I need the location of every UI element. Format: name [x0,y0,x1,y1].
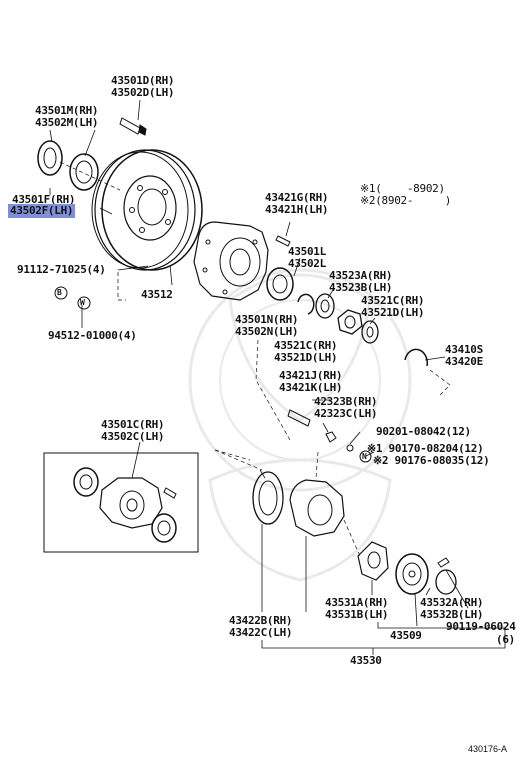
label-94512[interactable]: 94512-01000(4) [48,329,137,342]
label-43420e[interactable]: 43420E [445,355,483,368]
label-43523a[interactable]: 43523A(RH) [329,269,393,282]
label-43421k[interactable]: 43421K(LH) [279,381,343,394]
free-wheel-hub [99,477,163,529]
symbol-b: B [57,288,62,297]
front-axle-hub [193,221,269,301]
label-43532b[interactable]: 43532B(LH) [420,608,484,621]
label-43501l[interactable]: 43501L [288,245,326,258]
watermark-emblem [188,268,412,582]
snap-ring-1 [297,293,315,315]
free-wheel-stud [163,487,177,499]
symbol-n: N [362,452,367,461]
washer-1 [315,293,335,319]
label-43521c-b[interactable]: 43521C(RH) [274,339,338,352]
label-43421j[interactable]: 43421J(RH) [279,369,343,382]
label-43502c[interactable]: 43502C(LH) [101,430,165,443]
hub-stud-small [275,235,291,247]
label-43521d-a[interactable]: 43521D(LH) [361,306,425,319]
leader-lines [49,99,506,655]
cover-bolt [437,557,450,568]
outer-bearing [69,153,99,191]
label-43509[interactable]: 43509 [390,629,422,642]
label-43501n[interactable]: 43501N(RH) [235,313,299,326]
label-43502f-highlighted[interactable]: 43502F(LH) [8,204,76,218]
circle-n-icon [359,450,372,463]
label-43531a[interactable]: 43531A(RH) [325,596,389,609]
nut-small [346,444,354,452]
inner-bearing [266,267,294,301]
hub-bolt-top [119,117,147,136]
label-42323c[interactable]: 42323C(LH) [314,407,378,420]
label-43501d[interactable]: 43501D(RH) [111,74,175,87]
free-wheel-bearing-b [151,513,177,543]
label-90176[interactable]: ※2 90176-08035(12) [373,454,490,467]
free-wheel-bearing-a [73,467,99,497]
label-91112[interactable]: 91112-71025(4) [17,263,106,276]
cone-washer [325,431,337,443]
locking-hub-body [289,479,345,537]
hub-bolt-middle [287,409,311,427]
note-2: ※2(8902- ) [360,194,452,207]
label-43502d[interactable]: 43502D(LH) [111,86,175,99]
label-43421g[interactable]: 43421G(RH) [265,191,329,204]
lock-nut [337,309,363,335]
label-90170[interactable]: ※1 90170-08204(12) [367,442,484,455]
label-43531b[interactable]: 43531B(LH) [325,608,389,621]
label-43422b[interactable]: 43422B(RH) [229,614,293,627]
label-43521c-a[interactable]: 43521C(RH) [361,294,425,307]
locking-hub-cover [395,553,429,595]
figure-id: 430176-A [468,744,508,754]
oil-seal [37,140,63,176]
label-43501m[interactable]: 43501M(RH) [35,104,99,117]
label-43512[interactable]: 43512 [141,288,173,301]
label-43410s[interactable]: 43410S [445,343,483,356]
brake-disc [91,149,203,271]
symbol-w: W [80,298,85,307]
label-43501c[interactable]: 43501C(RH) [101,418,165,431]
label-43502l[interactable]: 43502L [288,257,326,270]
label-43421h[interactable]: 43421H(LH) [265,203,329,216]
circle-w-icon [77,296,91,310]
label-43502m[interactable]: 43502M(LH) [35,116,99,129]
label-90201[interactable]: 90201-08042(12) [376,425,471,438]
free-wheel-box [43,452,199,553]
label-43530[interactable]: 43530 [350,654,382,667]
washer-2 [361,320,379,344]
circle-b-icon [54,286,68,300]
label-43502n[interactable]: 43502N(LH) [235,325,299,338]
label-qty-6: (6) [496,633,515,646]
locking-hub-gasket [357,541,389,581]
label-43501f[interactable]: 43501F(RH) [12,193,76,206]
label-42323b[interactable]: 42323B(RH) [314,395,378,408]
label-43521d-b[interactable]: 43521D(LH) [274,351,338,364]
hub-gasket [252,471,284,525]
note-1: ※1( -8902) [360,182,445,195]
label-43532a[interactable]: 43532A(RH) [420,596,484,609]
label-90119[interactable]: 90119-06024 [446,620,516,633]
label-43523b[interactable]: 43523B(LH) [329,281,393,294]
dashed-lines [59,161,451,557]
label-43422c[interactable]: 43422C(LH) [229,626,293,639]
hub-snap-ring [404,348,429,367]
